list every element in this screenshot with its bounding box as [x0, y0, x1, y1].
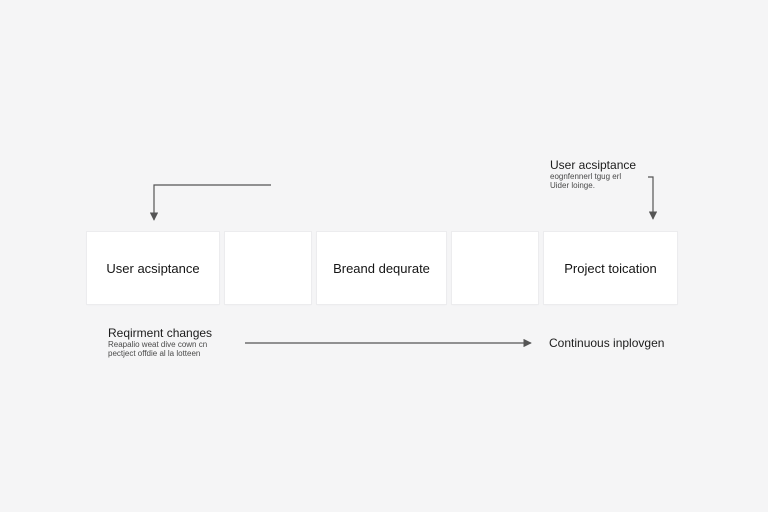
annotation-bottom-left: Reqirment changes Reapalio weat dive cow… [108, 326, 212, 358]
process-box-project-toication[interactable]: Project toication [544, 232, 677, 304]
annotation-title: Reqirment changes [108, 326, 213, 340]
connector-top-right-elbow [648, 176, 658, 220]
process-box-label: Project toication [564, 260, 657, 276]
annotation-line: Reapalio weat dive cown cn [108, 340, 208, 349]
annotation-title: User acsiptance [550, 158, 637, 172]
connector-top-left-elbow [149, 184, 271, 221]
annotation-top-right: User acsiptance eognfennerl tgug erl Uid… [550, 158, 636, 190]
annotation-line: Uider loinge. [550, 181, 595, 190]
process-box-breand-dequrate[interactable]: Breand dequrate [317, 232, 446, 304]
annotation-bottom-right-label: Continuous inplovgen [549, 336, 665, 350]
process-box-user-acsiptance[interactable]: User acsiptance [87, 232, 219, 304]
annotation-line: pectject offdie al la lotteen [108, 349, 201, 358]
process-box-label: User acsiptance [106, 260, 200, 276]
process-box-connector-2[interactable] [225, 232, 311, 304]
annotation-line: eognfennerl tgug erl [550, 172, 622, 181]
process-box-label: Breand dequrate [333, 260, 430, 276]
process-box-connector-4[interactable] [452, 232, 538, 304]
